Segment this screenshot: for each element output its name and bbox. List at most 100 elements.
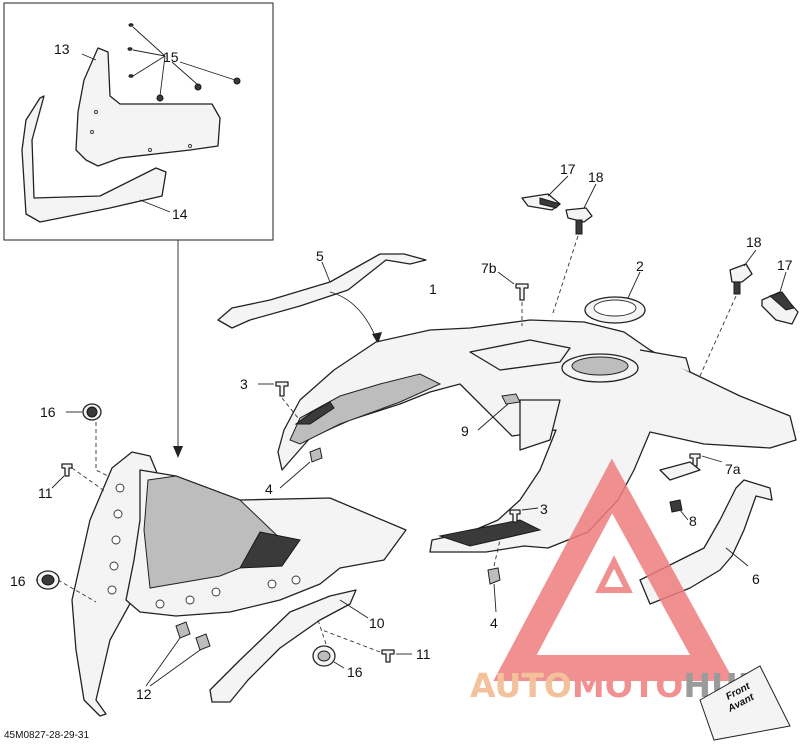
part-15-fastener xyxy=(128,23,134,27)
callout-7a: 7a xyxy=(725,461,741,477)
callout-1: 1 xyxy=(429,281,437,297)
hole xyxy=(90,130,94,134)
leader-17b xyxy=(779,271,787,293)
part-14-trim xyxy=(21,95,167,223)
part-12-clip xyxy=(195,633,211,651)
part-3-bolt-upper xyxy=(275,381,289,397)
dash-16b xyxy=(57,579,97,603)
hole xyxy=(185,595,195,605)
part-4-clip-upper xyxy=(309,447,323,463)
leader-7b xyxy=(497,271,515,285)
hole xyxy=(115,483,125,493)
hole xyxy=(113,509,123,519)
hole xyxy=(109,561,119,571)
hole xyxy=(111,535,121,545)
callout-4: 4 xyxy=(265,481,273,497)
part-3-bolt-lower xyxy=(509,509,521,523)
callout-4: 4 xyxy=(490,615,498,631)
callout-5: 5 xyxy=(316,248,324,264)
callout-16: 16 xyxy=(10,573,26,589)
hole xyxy=(155,599,165,609)
part-7b-bolt xyxy=(515,283,529,301)
callout-18: 18 xyxy=(746,234,762,250)
callout-6: 6 xyxy=(752,571,760,587)
watermark: AUTOMOTOHUB xyxy=(470,458,763,705)
part-11-bolt-left xyxy=(61,463,73,477)
catalog-number: 45M0827-28-29-31 xyxy=(4,730,90,741)
inset-arrow-head xyxy=(173,446,183,458)
part-15-fastener xyxy=(127,47,133,51)
arrow-5-head xyxy=(372,332,382,344)
part-11-bolt-right xyxy=(381,649,395,663)
callout-18: 18 xyxy=(588,169,604,185)
hole xyxy=(188,144,192,148)
part-2-ring-inner xyxy=(593,299,637,317)
part-18-bolt-upper-shank xyxy=(575,219,583,235)
part-7a-bracket xyxy=(659,461,701,481)
callout-10: 10 xyxy=(369,615,385,631)
part-17-clip-right-shade xyxy=(769,291,795,311)
leader-17a xyxy=(547,175,569,197)
leader-7a xyxy=(701,455,723,463)
leader-4b xyxy=(493,583,497,613)
leader-16c xyxy=(333,661,345,669)
callout-15: 15 xyxy=(163,49,179,65)
part-16-grommet-left-core xyxy=(41,574,55,586)
part-17-clip-upper-shade xyxy=(539,197,561,209)
front-fairing-group xyxy=(36,403,412,717)
leader-13 xyxy=(81,53,97,61)
callout-3: 3 xyxy=(240,376,248,392)
part-5-deflector xyxy=(217,253,427,329)
part-18-bolt-right xyxy=(729,263,753,283)
dash-11b xyxy=(321,629,381,653)
leader-11a xyxy=(51,475,65,489)
part-15-nut xyxy=(194,83,202,91)
hole xyxy=(291,575,301,585)
dash-16c xyxy=(317,619,327,645)
leader-4a xyxy=(279,461,311,489)
leader-5 xyxy=(321,261,331,283)
leader-18b xyxy=(743,249,757,267)
callout-8: 8 xyxy=(689,513,697,529)
leader-3b xyxy=(521,507,539,511)
part-1-lower-shadow xyxy=(438,519,542,547)
part-10-shadow xyxy=(239,531,301,569)
watermark-triangle-inner xyxy=(595,555,633,593)
hole xyxy=(267,579,277,589)
part-18-bolt-right-shank xyxy=(733,281,741,295)
leader-6 xyxy=(725,547,749,567)
leader-10 xyxy=(339,599,369,619)
part-1-main-body-group xyxy=(277,319,797,553)
leader-12 xyxy=(145,637,201,687)
callout-17: 17 xyxy=(777,257,793,273)
dash-3a xyxy=(281,397,299,419)
arrow-5-curve xyxy=(329,291,377,339)
callout-14: 14 xyxy=(172,206,188,222)
callout-17: 17 xyxy=(560,161,576,177)
callout-9: 9 xyxy=(461,423,469,439)
callout-16: 16 xyxy=(40,404,56,420)
callout-11: 11 xyxy=(416,646,431,662)
part-7a-bolt xyxy=(689,453,701,467)
callout-12: 12 xyxy=(136,686,152,702)
leader-14 xyxy=(139,199,171,213)
part-1-opening-inner xyxy=(571,356,629,376)
part-18-bolt-upper xyxy=(565,207,593,223)
hole xyxy=(107,585,117,595)
part-15-nut xyxy=(233,77,241,85)
part-10-lower-bracket xyxy=(209,589,357,703)
leader-18a xyxy=(583,183,597,209)
part-4-clip-lower xyxy=(487,567,501,585)
leader-2 xyxy=(627,271,641,299)
dash-18b xyxy=(699,295,737,377)
part-13-windshield xyxy=(75,47,221,167)
leader-8 xyxy=(679,509,689,521)
callout-3: 3 xyxy=(540,501,548,517)
callout-7b: 7b xyxy=(481,260,497,276)
front-direction-tag: Front Avant xyxy=(699,665,791,741)
part-12-clip xyxy=(175,621,191,639)
callout-11: 11 xyxy=(38,485,53,501)
dash-4b xyxy=(493,539,501,567)
part-1-recess xyxy=(469,339,571,371)
